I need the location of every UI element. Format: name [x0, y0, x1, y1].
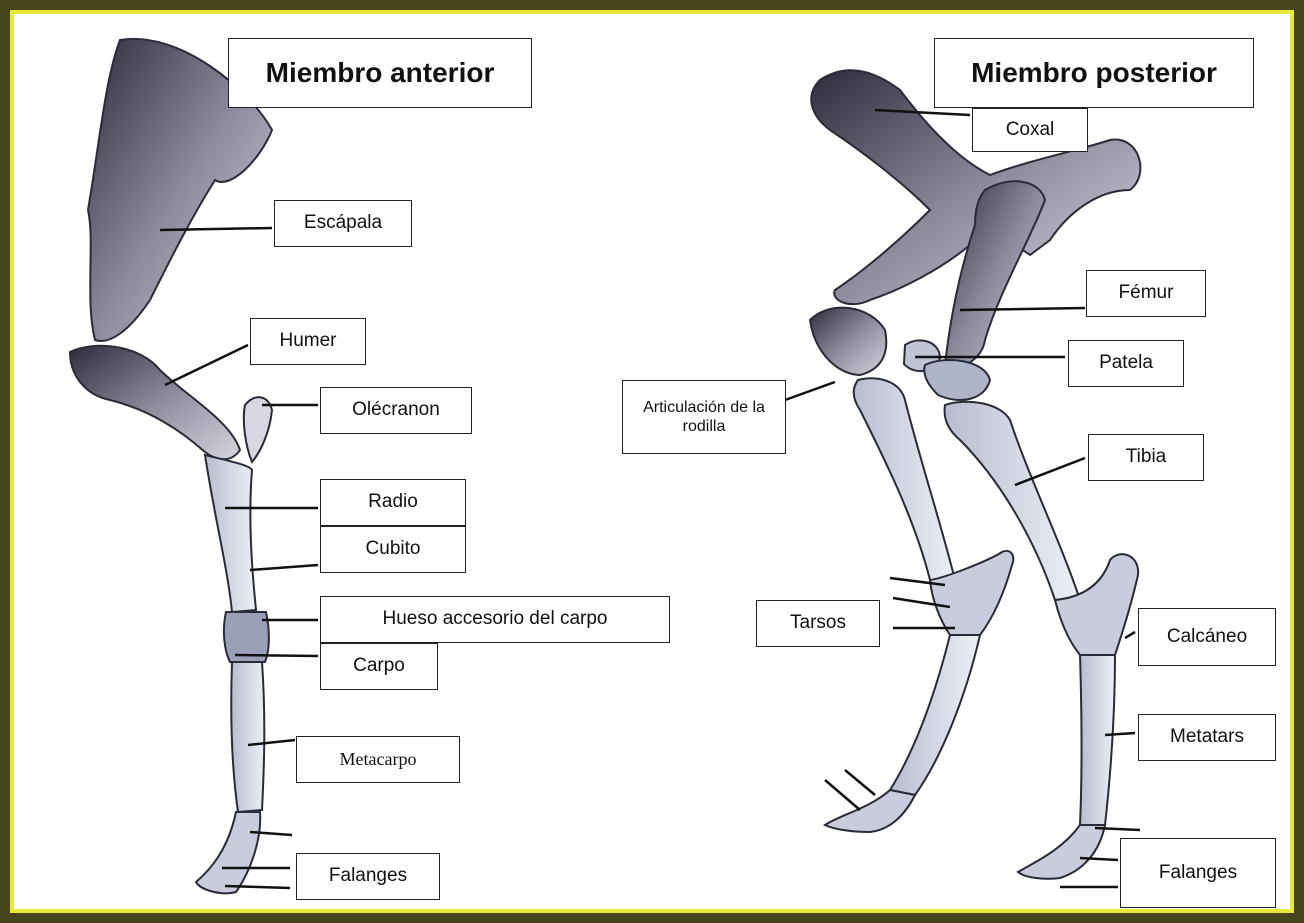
label-hueso-accesorio: Hueso accesorio del carpo — [320, 596, 670, 643]
radius-ulna-bone — [205, 455, 256, 612]
tibia-left-bone — [854, 378, 955, 584]
label-patela: Patela — [1068, 340, 1184, 387]
metatarsus-left-bone — [890, 635, 980, 795]
label-tarsos: Tarsos — [756, 600, 880, 647]
phalanges-fore-bone — [196, 812, 260, 893]
metacarpus-bone — [231, 662, 264, 812]
label-coxal: Coxal — [972, 108, 1088, 152]
label-tibia: Tibia — [1088, 434, 1204, 481]
hindlimb-title: Miembro posterior — [934, 38, 1254, 108]
label-olecranon: Olécranon — [320, 387, 472, 434]
stifle-right-bone — [924, 360, 990, 400]
label-escapula: Escápala — [274, 200, 412, 247]
label-metatars: Metatars — [1138, 714, 1276, 761]
stifle-left-bone — [810, 308, 886, 375]
metatarsus-right-bone — [1080, 655, 1115, 825]
label-femur: Fémur — [1086, 270, 1206, 317]
label-radio: Radio — [320, 479, 466, 526]
label-falanges-fore: Falanges — [296, 853, 440, 900]
humerus-bone — [70, 346, 240, 459]
forelimb-title: Miembro anterior — [228, 38, 532, 108]
olecranon-bone — [244, 397, 272, 462]
phalanges-right-bone — [1018, 825, 1105, 879]
label-falanges-hind: Falanges — [1120, 838, 1276, 908]
forelimb-bones — [70, 39, 272, 893]
label-carpo: Carpo — [320, 643, 438, 690]
phalanges-left-bone — [825, 790, 915, 832]
label-metacarpo: Metacarpo — [296, 736, 460, 783]
label-articulacion: Articulación de la rodilla — [622, 380, 786, 454]
diagram-canvas: Miembro anterior Escápala Humer Olécrano… — [10, 10, 1294, 913]
label-calcaneo: Calcáneo — [1138, 608, 1276, 666]
label-cubito: Cubito — [320, 526, 466, 573]
label-humer: Humer — [250, 318, 366, 365]
